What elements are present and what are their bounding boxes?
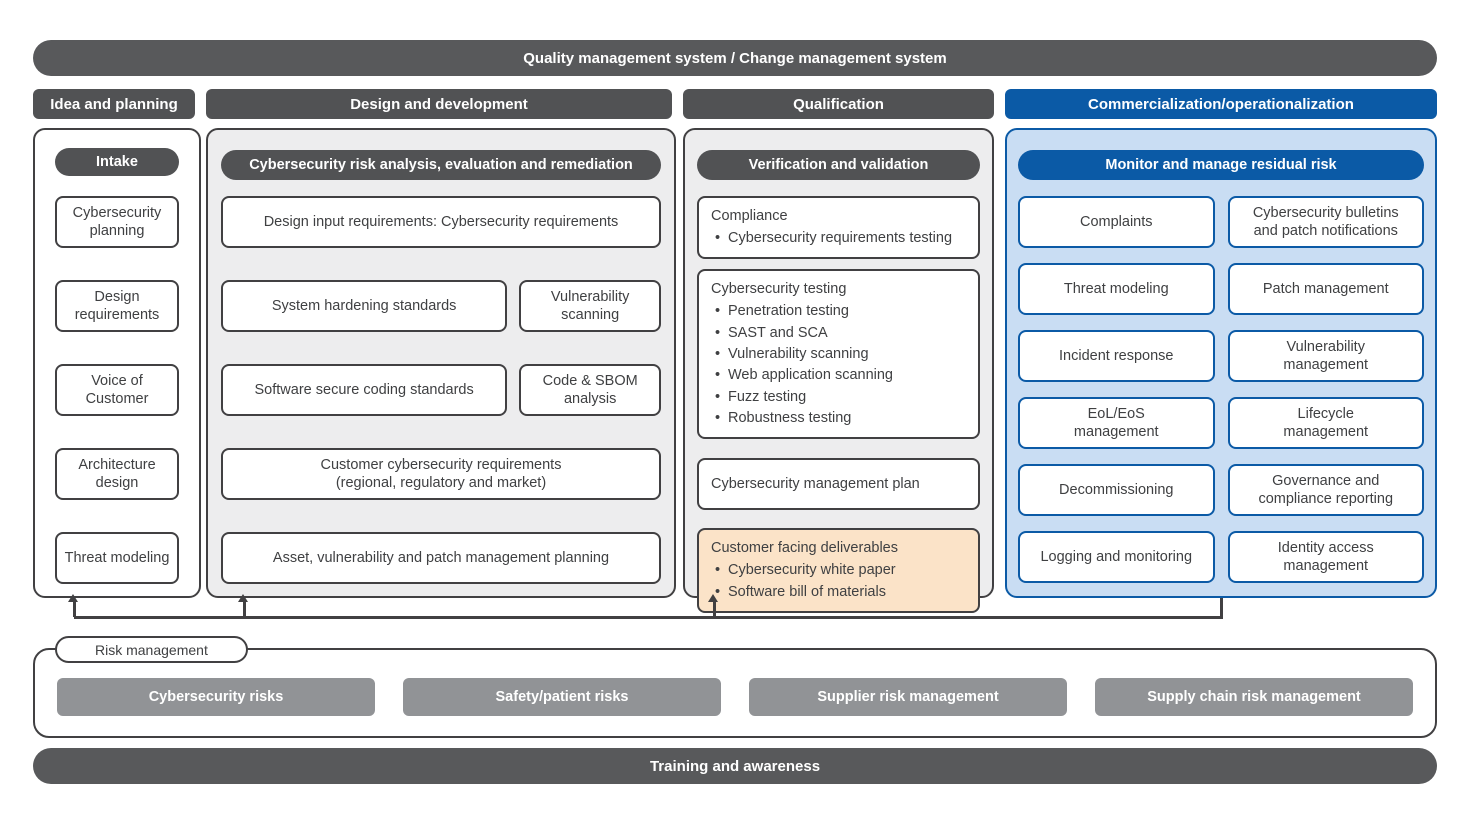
monitor-residual-risk-header-pill: Monitor and manage residual risk (1018, 150, 1424, 180)
up-arrow-qualification (708, 594, 718, 617)
box-design-input-requirements: Design input requirements: Cybersecurity… (221, 196, 661, 248)
qms-banner: Quality management system / Change manag… (33, 40, 1437, 76)
testing-bullet-list: Penetration testing SAST and SCA Vulnera… (711, 301, 966, 429)
connector-commercialization (1220, 598, 1223, 619)
supply-chain-risk-management-button: Supply chain risk management (1095, 678, 1413, 716)
box-secure-coding-standards: Software secure coding standards (221, 364, 508, 416)
compliance-bullet-list: Cybersecurity requirements testing (711, 228, 966, 250)
box-governance-compliance-reporting: Governance and compliance reporting (1227, 464, 1424, 516)
phase-commercialization: Commercialization/operationalization (1005, 89, 1437, 119)
box-logging-and-monitoring: Logging and monitoring (1018, 531, 1215, 583)
bullet-item: Cybersecurity requirements testing (711, 228, 966, 250)
risk-management-section: Risk management Cybersecurity risks Safe… (33, 636, 1437, 738)
box-complaints: Complaints (1018, 196, 1215, 248)
box-lifecycle-management: Lifecycle management (1227, 397, 1424, 449)
box-asset-vulnerability-patch-planning: Asset, vulnerability and patch managemen… (221, 532, 661, 584)
bullet-item: Fuzz testing (711, 387, 966, 409)
box-threat-modeling: Threat modeling (1018, 263, 1215, 315)
phase-design-and-development: Design and development (206, 89, 672, 119)
bullet-item: Penetration testing (711, 301, 966, 323)
box-decommissioning: Decommissioning (1018, 464, 1215, 516)
box-design-requirements: Design requirements (55, 280, 179, 332)
risk-management-label: Risk management (55, 636, 248, 663)
intake-header-pill: Intake (55, 148, 179, 176)
up-arrow-design-development (238, 594, 248, 617)
design-development-column: Cybersecurity risk analysis, evaluation … (206, 128, 676, 598)
customer-facing-deliverables-box: Customer facing deliverables Cybersecuri… (697, 528, 980, 613)
training-awareness-banner: Training and awareness (33, 748, 1437, 784)
box-cybersecurity-bulletins: Cybersecurity bulletins and patch notifi… (1227, 196, 1424, 248)
supplier-risk-management-button: Supplier risk management (749, 678, 1067, 716)
phase-idea-and-planning: Idea and planning (33, 89, 195, 119)
box-vulnerability-scanning: Vulnerability scanning (519, 280, 661, 332)
box-voice-of-customer: Voice of Customer (55, 364, 179, 416)
cybersecurity-risks-button: Cybersecurity risks (57, 678, 375, 716)
idea-planning-column: Intake Cybersecurity planning Design req… (33, 128, 201, 598)
verification-validation-header-pill: Verification and validation (697, 150, 980, 180)
qualification-column: Verification and validation Compliance C… (683, 128, 994, 613)
bullet-item: Software bill of materials (711, 582, 966, 604)
risk-feedback-line (74, 616, 1223, 619)
box-identity-access-management: Identity access management (1227, 531, 1424, 583)
box-eol-eos-management: EoL/EoS management (1018, 397, 1215, 449)
phase-qualification: Qualification (683, 89, 994, 119)
deliverables-title: Customer facing deliverables (711, 540, 898, 557)
design-row-coding: Software secure coding standards Code & … (221, 364, 661, 416)
box-cybersecurity-management-plan: Cybersecurity management plan (697, 458, 980, 511)
box-customer-cybersecurity-requirements: Customer cybersecurity requirements (reg… (221, 448, 661, 500)
cybersecurity-testing-box: Cybersecurity testing Penetration testin… (697, 269, 980, 440)
bullet-item: Vulnerability scanning (711, 344, 966, 366)
compliance-box: Compliance Cybersecurity requirements te… (697, 196, 980, 260)
box-vulnerability-management: Vulnerability management (1227, 330, 1424, 382)
commercialization-column: Monitor and manage residual risk Complai… (1005, 128, 1437, 598)
design-row-hardening: System hardening standards Vulnerability… (221, 280, 661, 332)
bullet-item: Cybersecurity white paper (711, 560, 966, 582)
box-architecture-design: Architecture design (55, 448, 179, 500)
bullet-item: Web application scanning (711, 365, 966, 387)
bullet-item: Robustness testing (711, 408, 966, 430)
box-cybersecurity-planning: Cybersecurity planning (55, 196, 179, 248)
box-incident-response: Incident response (1018, 330, 1215, 382)
box-threat-modeling-intake: Threat modeling (55, 532, 179, 584)
deliverables-bullet-list: Cybersecurity white paper Software bill … (711, 560, 966, 603)
cybersecurity-testing-title: Cybersecurity testing (711, 281, 847, 298)
compliance-title: Compliance (711, 208, 788, 224)
box-system-hardening-standards: System hardening standards (221, 280, 508, 332)
residual-risk-grid: Complaints Cybersecurity bulletins and p… (1018, 196, 1424, 583)
box-code-sbom-analysis: Code & SBOM analysis (519, 364, 661, 416)
risk-analysis-header-pill: Cybersecurity risk analysis, evaluation … (221, 150, 661, 180)
bullet-item: SAST and SCA (711, 323, 966, 345)
up-arrow-idea-planning (68, 594, 78, 617)
box-patch-management: Patch management (1227, 263, 1424, 315)
safety-patient-risks-button: Safety/patient risks (403, 678, 721, 716)
